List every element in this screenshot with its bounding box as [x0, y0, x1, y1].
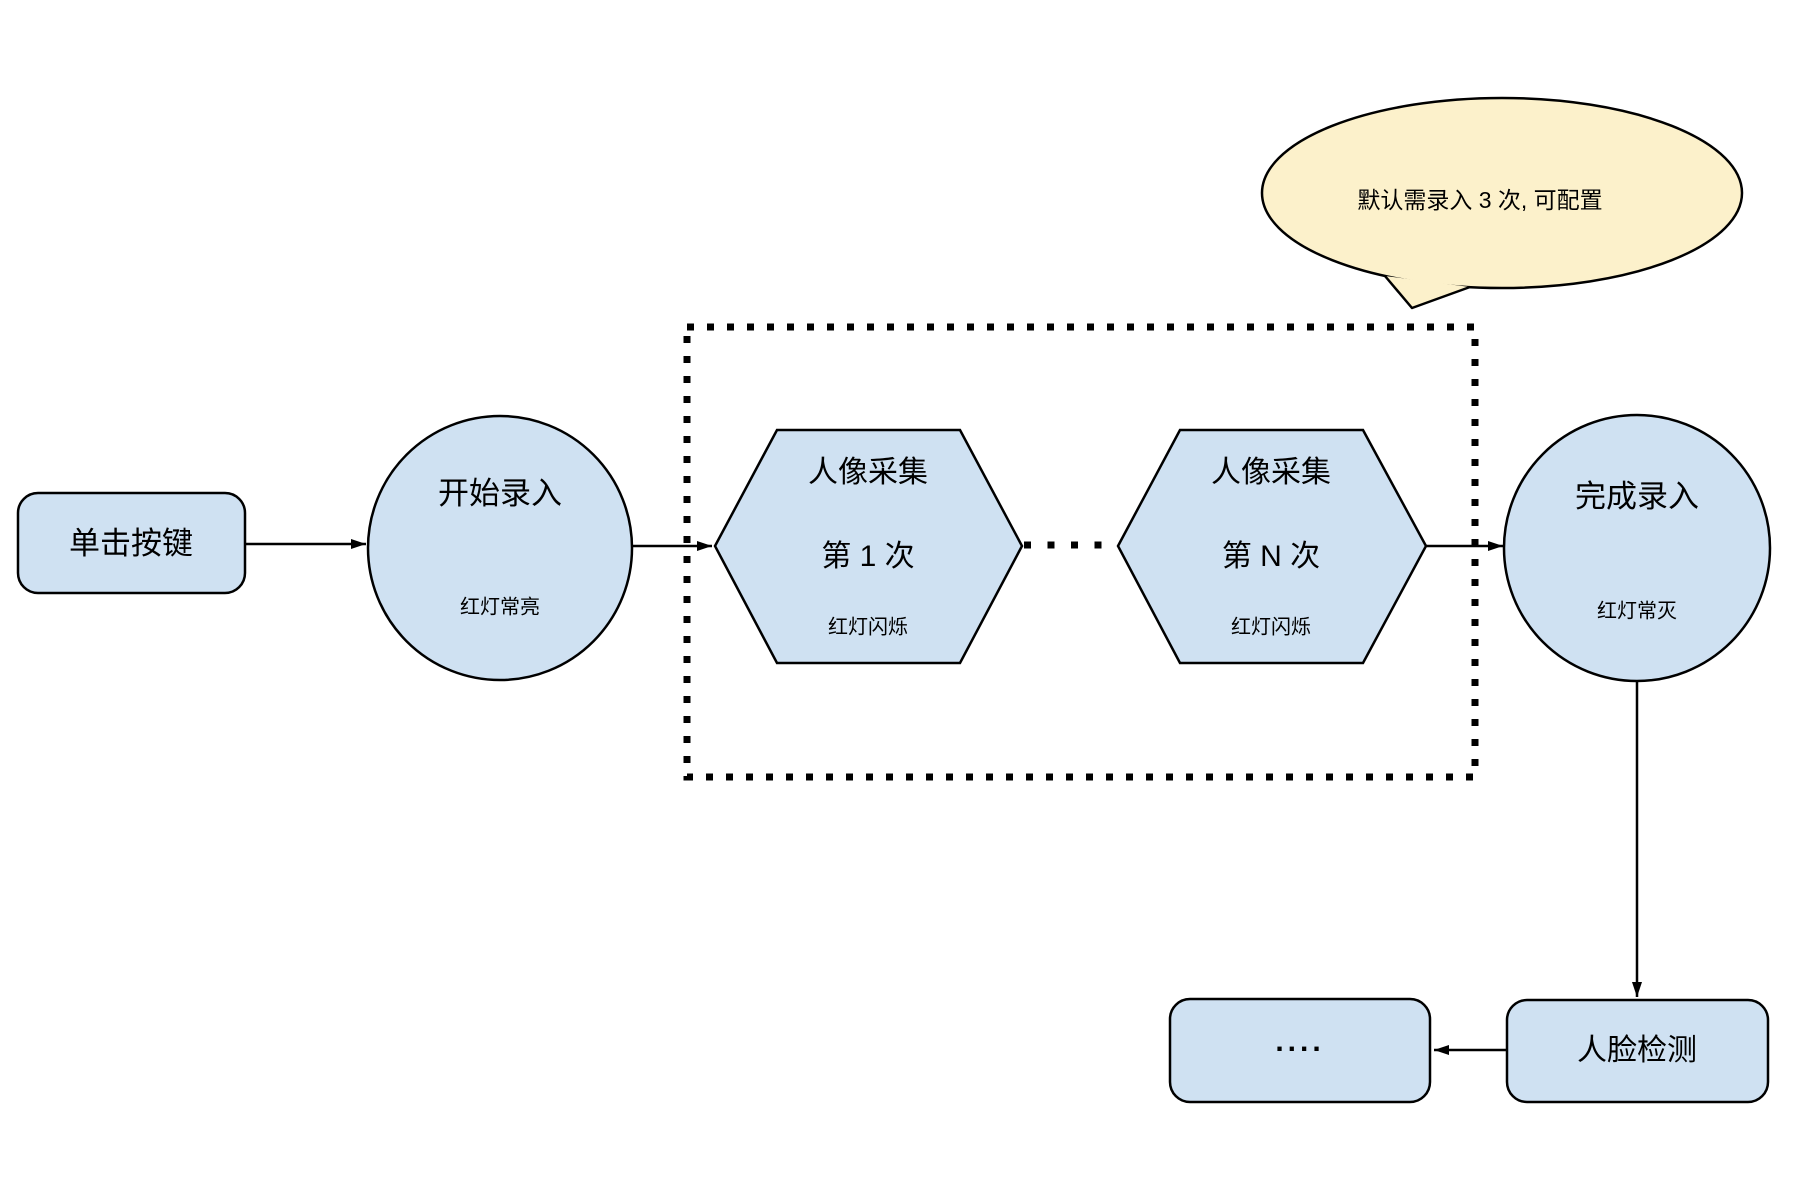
capture-n-sublabel: 红灯闪烁	[1231, 616, 1311, 639]
face-detect-label: 人脸检测	[1577, 1033, 1697, 1067]
node-more	[1168, 997, 1432, 1104]
more-label: ....	[1275, 1024, 1325, 1058]
click-button-label: 单击按键	[69, 526, 193, 562]
capture-n-count: 第 N 次	[1221, 539, 1321, 573]
node-start-circle	[366, 414, 634, 682]
capture-1-sublabel: 红灯闪烁	[828, 616, 908, 639]
capture-1-title: 人像采集	[808, 455, 928, 489]
finish-sublabel: 红灯常灭	[1597, 600, 1677, 623]
finish-label: 完成录入	[1575, 479, 1699, 515]
callout-tail	[1384, 275, 1471, 310]
callout-text: 默认需录入 3 次, 可配置	[1357, 186, 1603, 213]
start-sublabel: 红灯常亮	[460, 596, 540, 619]
capture-n-title: 人像采集	[1211, 455, 1331, 489]
callout-bubble	[1260, 96, 1744, 290]
node-finish-circle	[1502, 413, 1772, 683]
capture-1-count: 第 1 次	[821, 539, 915, 573]
start-label: 开始录入	[438, 476, 562, 512]
node-capture-1-hexagon	[713, 428, 1024, 665]
